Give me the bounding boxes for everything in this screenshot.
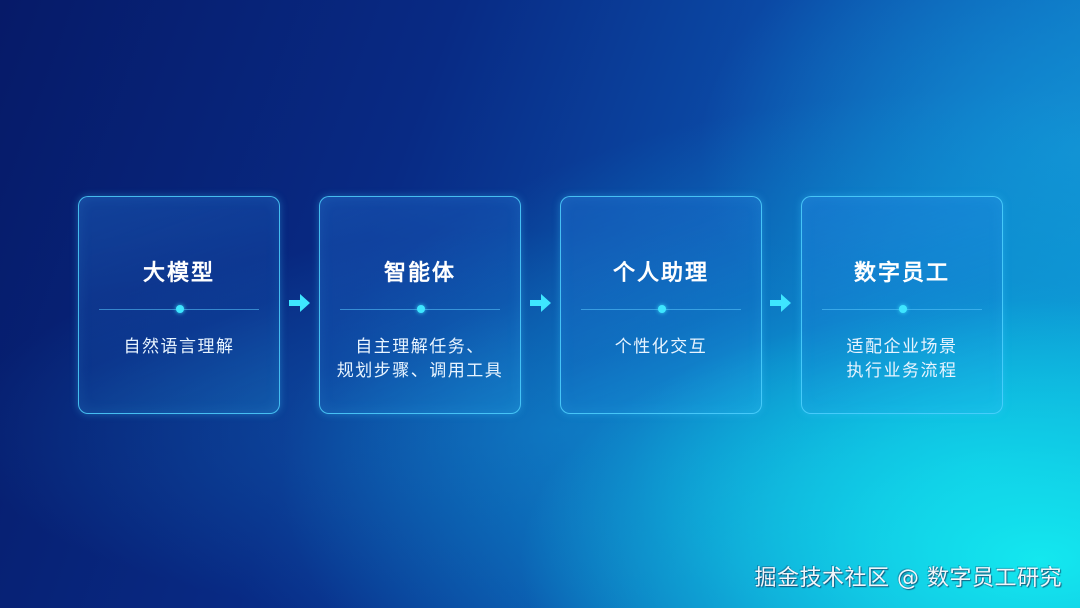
- dot-icon: [658, 305, 666, 313]
- step-description: 自然语言理解: [79, 335, 279, 359]
- arrow-right-icon: [289, 294, 310, 312]
- dot-icon: [417, 305, 425, 313]
- step-title: 智能体: [383, 261, 456, 286]
- watermark: 掘金技术社区 @ 数字员工研究: [754, 566, 1062, 591]
- step-card-llm: 大模型 自然语言理解: [78, 196, 280, 414]
- arrow-right-icon: [770, 294, 791, 312]
- description-line: 自主理解任务、: [355, 337, 485, 357]
- step-title: 个人助理: [612, 261, 709, 286]
- step-title: 数字员工: [853, 261, 950, 286]
- step-card-digital-employee: 数字员工 适配企业场景 执行业务流程: [801, 196, 1003, 414]
- dot-icon: [176, 305, 184, 313]
- description-line: 执行业务流程: [846, 361, 958, 381]
- description-line: 适配企业场景: [846, 337, 958, 357]
- description-line: 规划步骤、调用工具: [336, 361, 504, 381]
- step-description: 个性化交互: [561, 335, 761, 359]
- step-card-personal-assistant: 个人助理 个性化交互: [560, 196, 762, 414]
- dot-icon: [899, 305, 907, 313]
- step-card-agent: 智能体 自主理解任务、 规划步骤、调用工具: [319, 196, 521, 414]
- description-line: 个性化交互: [614, 337, 708, 357]
- step-title: 大模型: [142, 261, 215, 286]
- step-description: 自主理解任务、 规划步骤、调用工具: [320, 335, 520, 383]
- arrow-right-icon: [530, 294, 551, 312]
- description-line: 自然语言理解: [123, 337, 235, 357]
- step-description: 适配企业场景 执行业务流程: [802, 335, 1002, 383]
